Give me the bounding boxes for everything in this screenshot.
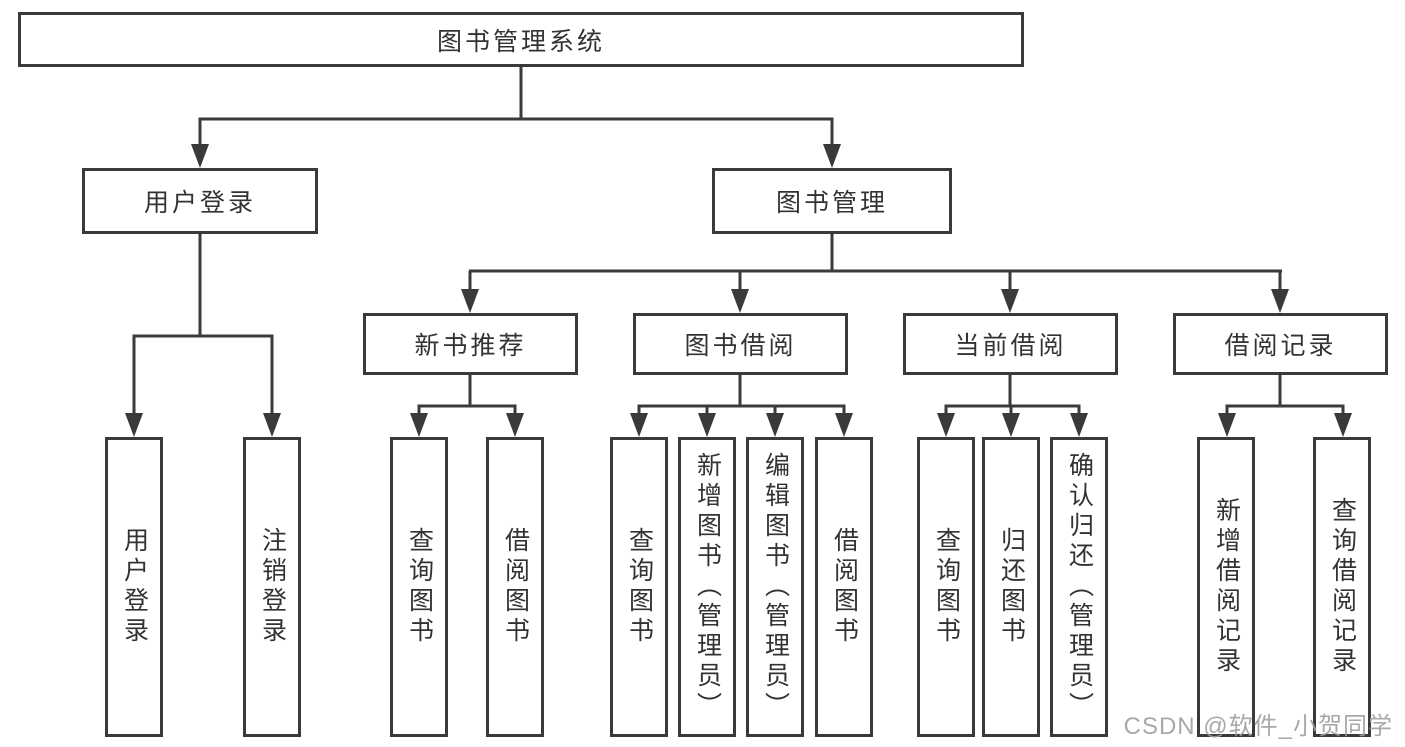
node-label: 查询图书 [405,527,434,647]
node-leaf-search-book-borrowing: 查询图书 [610,437,668,737]
node-label: 图书管理 [775,189,888,217]
node-book-borrowing: 图书借阅 [633,313,848,375]
node-user-login-branch: 用户登录 [82,168,318,234]
arrowheads [125,144,1352,437]
node-label: 当前借阅 [954,332,1067,360]
node-label: 借阅图书 [501,527,530,647]
csdn-watermark: CSDN @软件_小贺同学 [1123,713,1393,740]
node-label: 编辑图书（管理员） [761,452,790,722]
node-leaf-confirm-return-admin: 确认归还（管理员） [1050,437,1108,737]
node-leaf-search-book-recommend: 查询图书 [390,437,448,737]
node-label: 查询图书 [932,527,961,647]
node-leaf-add-book-admin: 新增图书（管理员） [678,437,736,737]
node-leaf-search-borrow-record: 查询借阅记录 [1313,437,1371,737]
node-root-system: 图书管理系统 [18,12,1024,67]
node-label: 新书推荐 [414,332,527,360]
node-label: 查询借阅记录 [1328,497,1357,677]
node-label: 图书管理系统 [436,27,605,56]
node-label: 归还图书 [997,527,1026,647]
node-label: 用户登录 [143,189,256,217]
node-leaf-borrow-book: 借阅图书 [815,437,873,737]
node-new-book-recommend: 新书推荐 [363,313,578,375]
node-leaf-user-login: 用户登录 [105,437,163,737]
node-label: 图书借阅 [684,332,797,360]
node-label: 用户登录 [120,527,149,647]
node-borrow-records: 借阅记录 [1173,313,1388,375]
node-leaf-edit-book-admin: 编辑图书（管理员） [746,437,804,737]
node-current-borrowing: 当前借阅 [903,313,1118,375]
node-leaf-logout: 注销登录 [243,437,301,737]
node-leaf-return-book: 归还图书 [982,437,1040,737]
node-leaf-search-book-current: 查询图书 [917,437,975,737]
node-leaf-borrow-book-recommend: 借阅图书 [486,437,544,737]
node-label: 新增借阅记录 [1212,497,1241,677]
node-leaf-add-borrow-record: 新增借阅记录 [1197,437,1255,737]
node-label: 借阅图书 [830,527,859,647]
node-book-management-branch: 图书管理 [712,168,952,234]
node-label: 借阅记录 [1224,332,1337,360]
node-label: 确认归还（管理员） [1065,452,1094,722]
node-label: 新增图书（管理员） [693,452,722,722]
node-label: 查询图书 [625,527,654,647]
node-label: 注销登录 [258,527,287,647]
